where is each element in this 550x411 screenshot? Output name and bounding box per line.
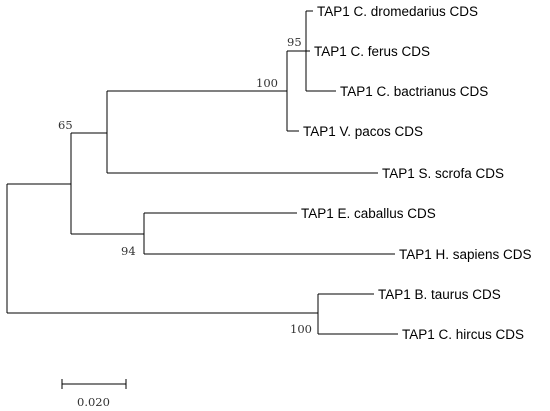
leaf-label-ferus: TAP1 C. ferus CDS xyxy=(314,44,430,59)
leaf-label-bactrianus: TAP1 C. bactrianus CDS xyxy=(340,84,488,99)
leaf-label-pacos: TAP1 V. pacos CDS xyxy=(303,124,423,139)
bootstrap-node-bovid: 100 xyxy=(290,322,312,336)
bootstrap-node-main: 65 xyxy=(58,118,73,132)
leaf-label-scrofa: TAP1 S. scrofa CDS xyxy=(382,166,504,181)
leaf-label-taurus: TAP1 B. taurus CDS xyxy=(378,287,501,302)
bootstrap-node-camelid: 100 xyxy=(256,76,278,90)
scale-bar: 0.020 xyxy=(61,379,127,409)
leaf-label-sapiens: TAP1 H. sapiens CDS xyxy=(399,247,532,262)
bootstrap-node-horse-human: 94 xyxy=(121,244,136,258)
scale-bar-label: 0.020 xyxy=(77,395,110,409)
leaf-label-caballus: TAP1 E. caballus CDS xyxy=(301,206,436,221)
bootstrap-node-ferus: 95 xyxy=(287,35,302,49)
leaf-label-hircus: TAP1 C. hircus CDS xyxy=(402,327,524,342)
leaf-label-dromedarius: TAP1 C. dromedarius CDS xyxy=(317,4,478,19)
